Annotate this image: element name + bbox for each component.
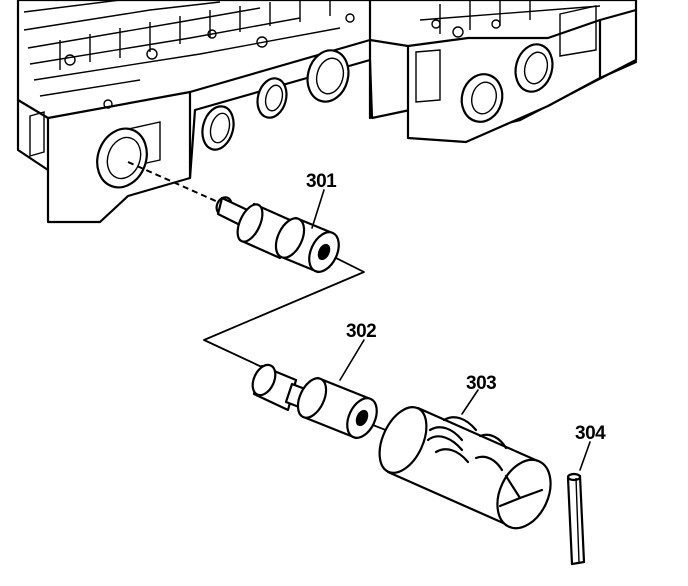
leader-lines bbox=[311, 189, 591, 471]
callout-304: 304 bbox=[575, 423, 606, 444]
valve-part-301 bbox=[215, 196, 340, 274]
callout-302: 302 bbox=[346, 321, 377, 342]
pin-part-304 bbox=[566, 472, 586, 566]
callout-301: 301 bbox=[306, 171, 337, 192]
sleeve-part-303 bbox=[378, 406, 552, 530]
callout-303: 303 bbox=[466, 373, 497, 394]
valve-part-302 bbox=[251, 363, 378, 440]
valve-body-housing bbox=[16, 0, 638, 224]
